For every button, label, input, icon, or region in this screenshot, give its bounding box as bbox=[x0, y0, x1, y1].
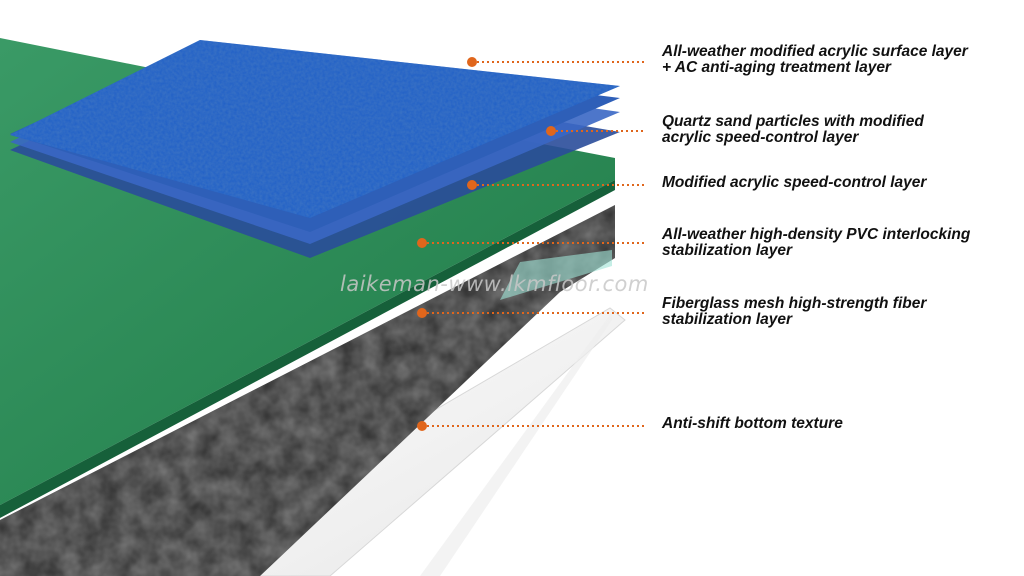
fiberglass-layer-texture bbox=[0, 205, 615, 576]
label-speed-control-layer: Modified acrylic speed-control layer bbox=[662, 174, 927, 191]
watermark-text: laikeman-www.lkmfloor.com bbox=[340, 272, 649, 296]
label-fiberglass-layer: Fiberglass mesh high-strength fiber stab… bbox=[662, 295, 927, 328]
acrylic-surface-texture bbox=[10, 40, 620, 218]
callout-marker-3 bbox=[467, 180, 477, 190]
callout-marker-2 bbox=[546, 126, 556, 136]
fiberglass-mesh-strip bbox=[500, 250, 612, 300]
label-surface-layer: All-weather modified acrylic surface lay… bbox=[662, 43, 968, 76]
label-quartz-sand-layer: Quartz sand particles with modified acry… bbox=[662, 113, 924, 146]
label-pvc-layer: All-weather high-density PVC interlockin… bbox=[662, 226, 971, 259]
callout-marker-6 bbox=[417, 421, 427, 431]
callout-marker-5 bbox=[417, 308, 427, 318]
callout-group bbox=[417, 57, 645, 431]
callout-marker-1 bbox=[467, 57, 477, 67]
label-bottom-texture: Anti-shift bottom texture bbox=[662, 415, 843, 432]
callout-marker-4 bbox=[417, 238, 427, 248]
bottom-texture-edge bbox=[420, 312, 612, 576]
pvc-layer-edge bbox=[0, 180, 615, 518]
